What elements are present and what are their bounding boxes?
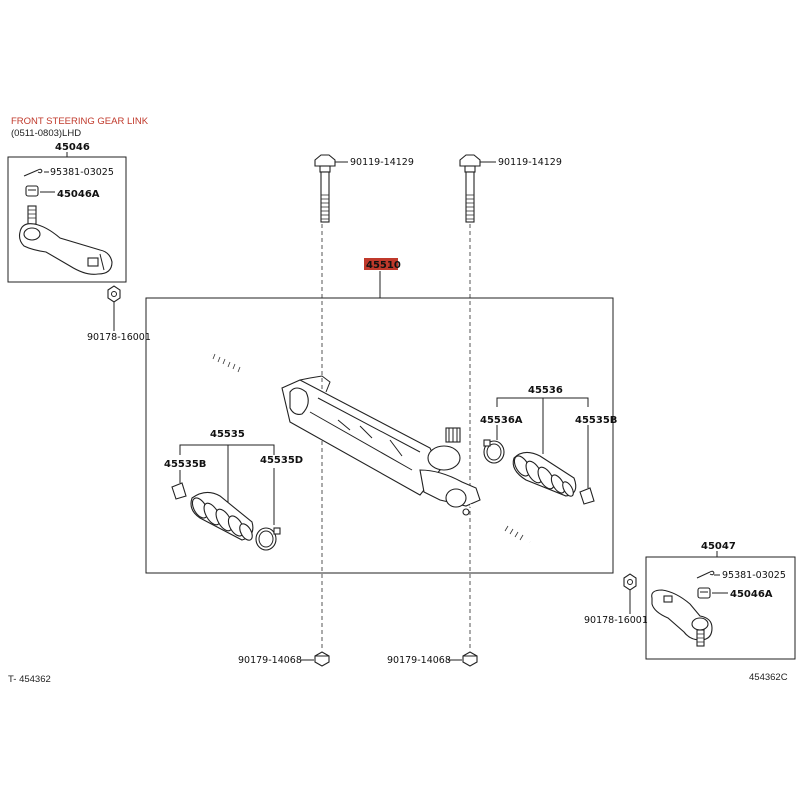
lock-nut-right-icon — [623, 573, 637, 591]
tie-rod-end-left-icon — [18, 205, 113, 275]
label-45510-highlight — [364, 258, 398, 270]
label-45047[interactable]: 45047 — [701, 541, 736, 552]
label-95381-left[interactable]: 95381-03025 — [50, 167, 114, 178]
label-45536A[interactable]: 45536A — [480, 415, 523, 426]
boot-clamp-left-icon — [255, 527, 281, 551]
label-90119-left[interactable]: 90119-14129 — [350, 157, 414, 168]
bolt-right-icon — [459, 154, 481, 223]
footer-left-code: T- 454362 — [8, 674, 51, 685]
nut-bottom-left-icon — [314, 651, 330, 667]
diagram-title: FRONT STEERING GEAR LINK — [11, 116, 149, 127]
label-45536[interactable]: 45536 — [528, 385, 563, 396]
label-90178-right[interactable]: 90178-16001 — [584, 615, 648, 626]
bolt-left-icon — [314, 154, 336, 223]
label-45535D[interactable]: 45535D — [260, 455, 303, 466]
tie-rod-right-box — [645, 556, 796, 660]
label-45535B-left[interactable]: 45535B — [164, 459, 206, 470]
boot-clamp-right-icon — [483, 439, 505, 464]
label-90179-left[interactable]: 90179-14068 — [238, 655, 302, 666]
boot-right-icon — [512, 451, 577, 497]
label-90178-left[interactable]: 90178-16001 — [87, 332, 151, 343]
label-45535[interactable]: 45535 — [210, 429, 245, 440]
label-45046A-left[interactable]: 45046A — [57, 189, 100, 200]
cotter-pin-right-icon — [696, 570, 715, 579]
label-90119-right[interactable]: 90119-14129 — [498, 157, 562, 168]
label-45510[interactable]: 45510 — [366, 260, 401, 271]
tie-rod-end-right-icon — [651, 589, 713, 647]
cotter-pin-left-icon — [23, 168, 43, 177]
footer-right-code: 454362C — [749, 672, 788, 683]
tie-rod-left-box — [7, 156, 127, 283]
lock-nut-left-icon — [107, 285, 121, 303]
label-95381-right[interactable]: 95381-03025 — [722, 570, 786, 581]
steering-rack-icon — [211, 353, 531, 544]
boot-left-icon — [190, 491, 254, 541]
boot-clip-right-icon — [579, 487, 595, 505]
boot-clip-left-icon — [171, 482, 187, 500]
label-90179-right[interactable]: 90179-14068 — [387, 655, 451, 666]
nut-bottom-right-icon — [462, 651, 478, 667]
label-45046[interactable]: 45046 — [55, 142, 90, 153]
castle-nut-left-icon — [25, 185, 39, 197]
label-45046A-right[interactable]: 45046A — [730, 589, 773, 600]
gear-assembly-box — [145, 297, 614, 574]
diagram-subtitle: (0511-0803)LHD — [11, 128, 81, 139]
castle-nut-right-icon — [697, 587, 711, 599]
label-45535B-right[interactable]: 45535B — [575, 415, 617, 426]
